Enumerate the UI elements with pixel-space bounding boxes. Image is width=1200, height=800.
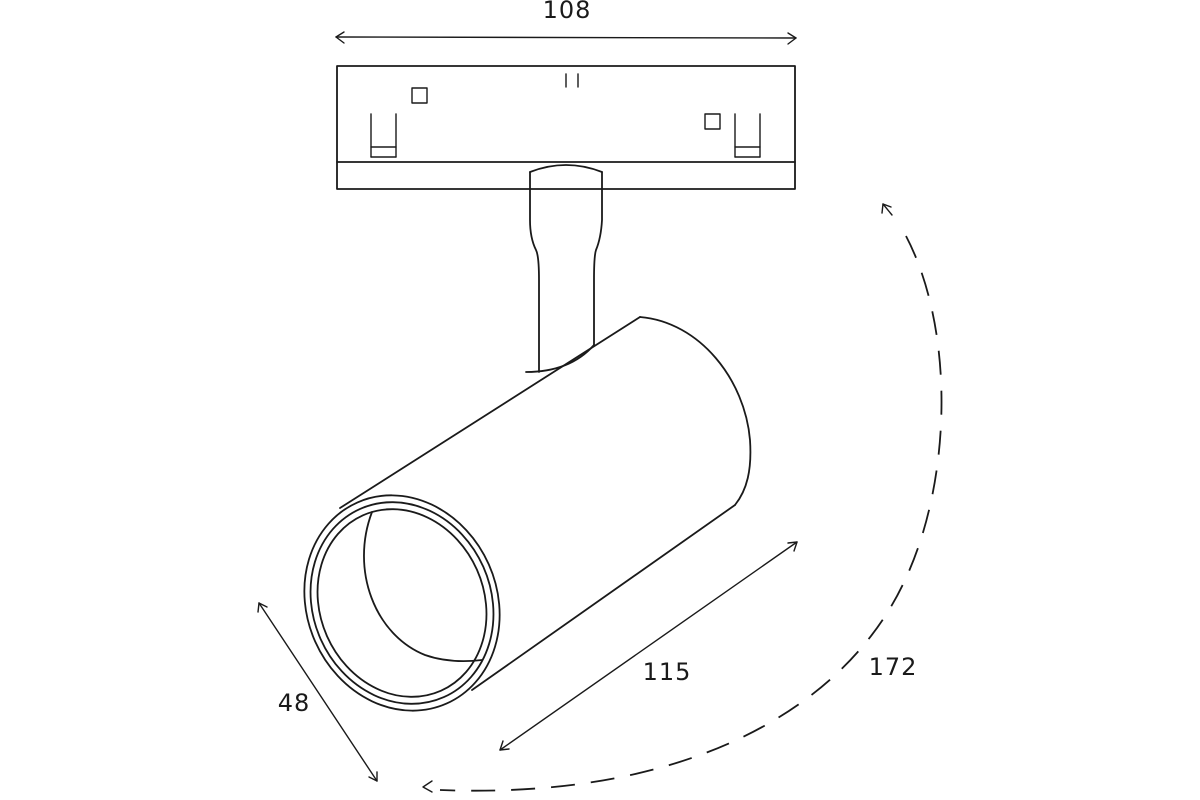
stem-left-edge [529, 171, 540, 373]
width-dimension-line [335, 36, 797, 39]
rotation-arc [439, 235, 943, 792]
rotation-dimension: 172 [422, 203, 943, 793]
diameter-arrow-end [368, 771, 378, 782]
length-dimension: 115 [499, 541, 798, 751]
length-arrow-end [787, 541, 798, 552]
width-arrow-right [787, 32, 797, 45]
adapter-square-right [704, 113, 721, 130]
width-arrow-left [335, 31, 345, 44]
adapter-clip-right [734, 113, 761, 158]
stem-right-edge [593, 171, 603, 346]
front-bezel-outer [303, 494, 501, 712]
length-dimension-line [499, 541, 798, 751]
track-adapter [336, 65, 796, 190]
stem [525, 164, 603, 373]
lens-inner-shadow [363, 511, 483, 663]
diameter-arrow-start [257, 602, 268, 613]
width-dimension: 108 [335, 0, 797, 45]
diameter-label: 48 [278, 689, 311, 717]
length-arrow-start [499, 740, 510, 751]
width-label: 108 [543, 0, 592, 24]
diameter-dimension-line [258, 602, 378, 782]
rotation-label: 172 [869, 653, 918, 681]
length-label: 115 [643, 658, 692, 686]
rotation-arrow-top-stem [882, 203, 893, 216]
diameter-dimension: 48 [257, 602, 378, 782]
stem-top-cap [529, 164, 603, 173]
adapter-square-left [411, 87, 428, 104]
cylinder-top-edge [339, 316, 641, 509]
adapter-body [336, 65, 796, 190]
spotlight-cylinder [303, 316, 752, 712]
rotation-arrow-bottom [422, 780, 433, 793]
front-bezel-inner [316, 508, 488, 698]
adapter-clip-left [370, 113, 397, 158]
cylinder-bottom-edge [471, 504, 736, 691]
cylinder-back-cap [639, 316, 752, 506]
front-bezel-middle [309, 501, 495, 705]
